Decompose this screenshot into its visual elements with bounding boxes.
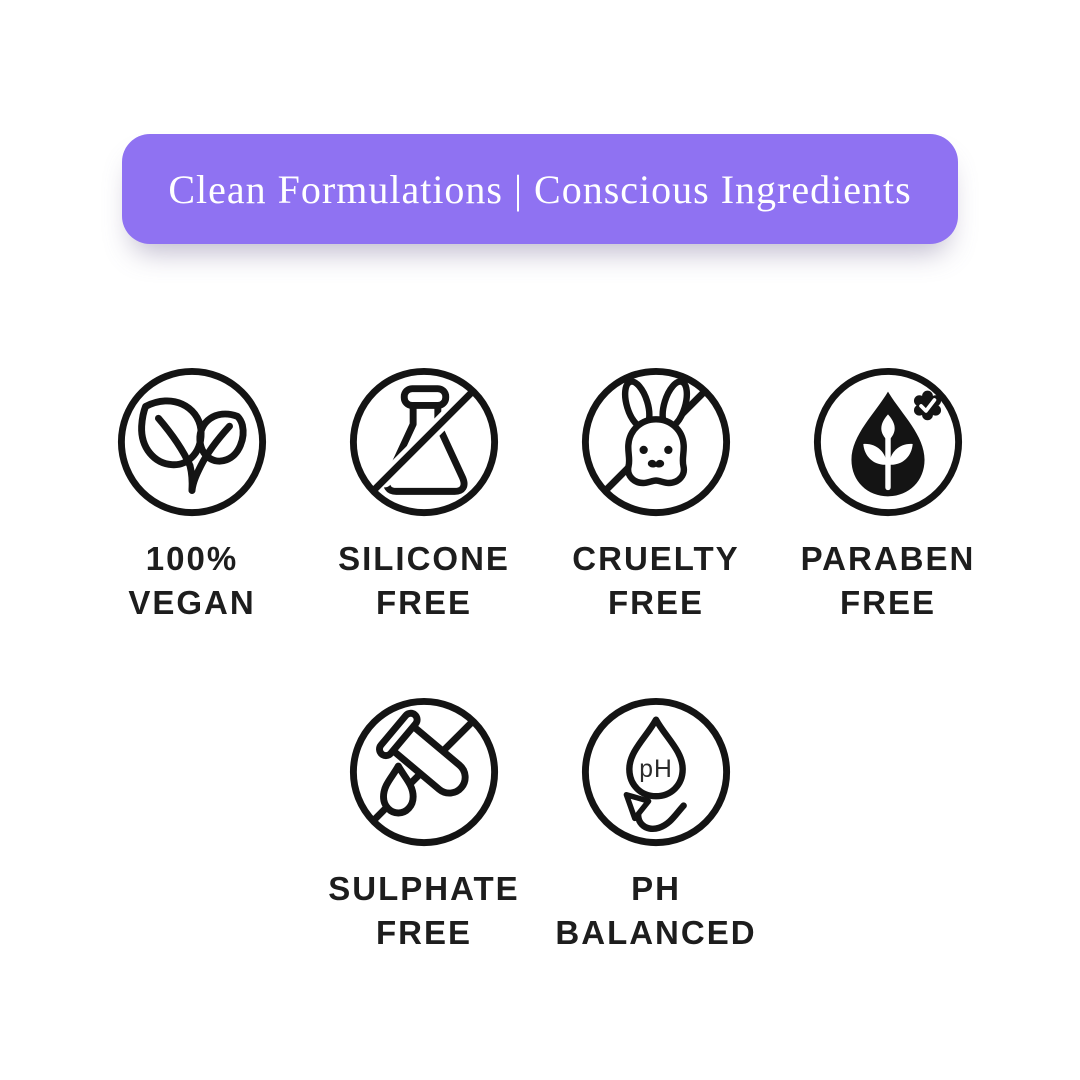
banner: Clean Formulations | Conscious Ingredien…	[122, 134, 958, 244]
badge-label: SULPHATE FREE	[328, 867, 519, 955]
badge-label: CRUELTY FREE	[572, 537, 739, 625]
badge-label-line1: 100%	[145, 540, 239, 577]
no-cruelty-rabbit-icon	[581, 367, 731, 517]
paraben-free-droplet-icon	[813, 367, 963, 517]
badge-label: PH BALANCED	[555, 867, 756, 955]
badge-silicone-free: SILICONE FREE	[308, 363, 540, 625]
badge-label-line1: SULPHATE	[328, 870, 520, 907]
badge-row-2: SULPHATE FREE pH PH BALANCED	[0, 693, 1080, 955]
badge-row-1: 100% VEGAN SILICONE FREE	[0, 363, 1080, 625]
ph-balanced-droplet-icon: pH	[581, 697, 731, 847]
badge-paraben-free: PARABEN FREE	[772, 363, 1004, 625]
badge-label-line2: BALANCED	[555, 914, 757, 951]
badge-label-line2: FREE	[375, 584, 472, 621]
badge-label: PARABEN FREE	[801, 537, 976, 625]
badge-sulphate-free: SULPHATE FREE	[308, 693, 540, 955]
badge-label-line1: PARABEN	[800, 540, 976, 577]
badge-label-line2: FREE	[839, 584, 936, 621]
badge-label-line1: PH	[631, 870, 681, 907]
no-sulphate-test-tube-icon	[349, 697, 499, 847]
badge-label-line2: FREE	[375, 914, 472, 951]
banner-text: Clean Formulations | Conscious Ingredien…	[168, 166, 912, 212]
vegan-leaves-icon	[117, 367, 267, 517]
no-silicone-flask-icon	[349, 367, 499, 517]
badge-label: 100% VEGAN	[128, 537, 255, 625]
badge-label: SILICONE FREE	[338, 537, 510, 625]
badge-label-line2: VEGAN	[128, 584, 256, 621]
badge-vegan: 100% VEGAN	[76, 363, 308, 625]
badge-label-line2: FREE	[607, 584, 704, 621]
badge-label-line1: SILICONE	[338, 540, 510, 577]
infographic-canvas: Clean Formulations | Conscious Ingredien…	[0, 134, 1080, 1080]
badge-label-line1: CRUELTY	[572, 540, 740, 577]
badge-cruelty-free: CRUELTY FREE	[540, 363, 772, 625]
ph-label: pH	[639, 756, 673, 783]
badge-ph-balanced: pH PH BALANCED	[540, 693, 772, 955]
